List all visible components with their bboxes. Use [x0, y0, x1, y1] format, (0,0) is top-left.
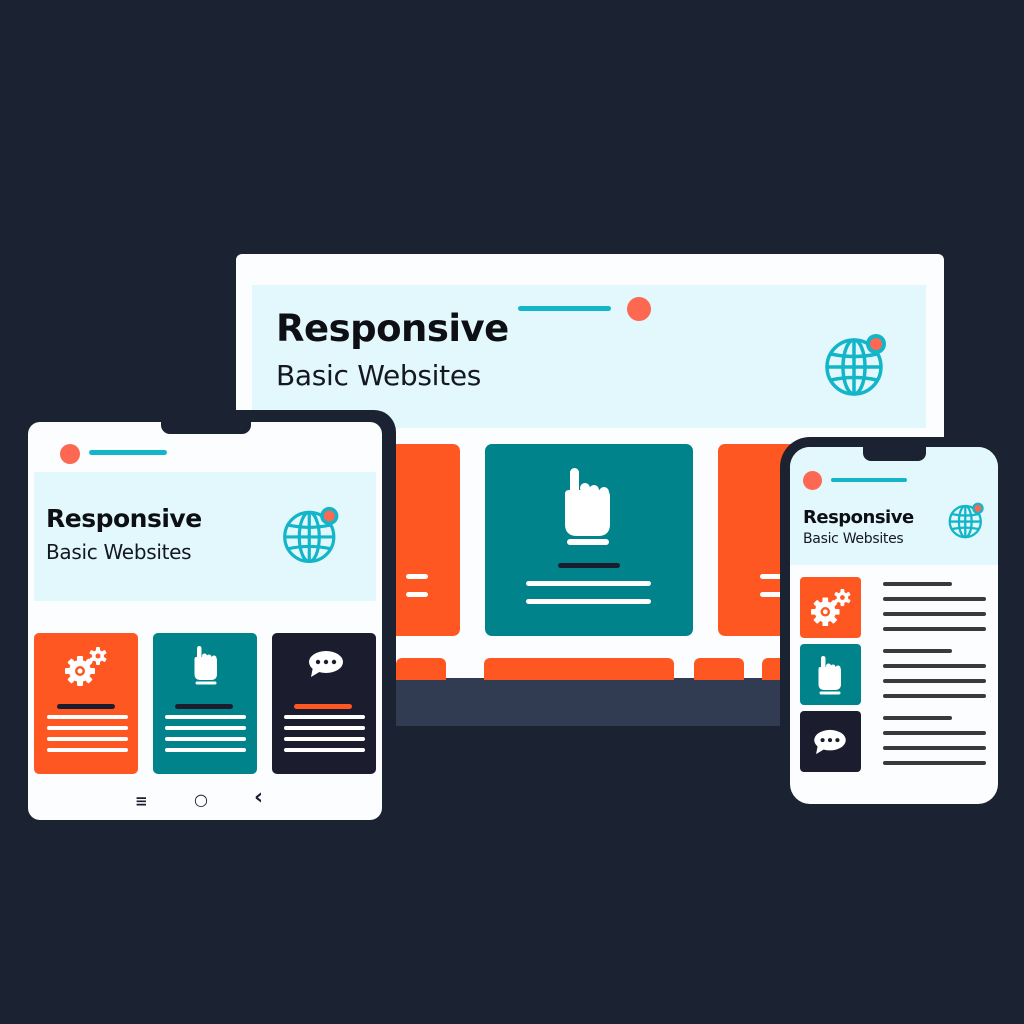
list-text-line — [883, 679, 986, 683]
phone-list-tile — [800, 644, 861, 705]
list-text-line — [883, 597, 986, 601]
globe-icon — [282, 506, 342, 566]
desktop-header-dot — [627, 297, 651, 321]
tablet-header-dot — [60, 444, 80, 464]
desktop-card-center[interactable] — [485, 444, 693, 636]
phone-list-item-settings[interactable] — [790, 577, 998, 639]
list-text-line — [883, 612, 986, 616]
card-text-line — [47, 726, 128, 730]
phone-list-item-chat[interactable] — [790, 711, 998, 773]
phone-list-tile — [800, 577, 861, 638]
gears-icon — [810, 589, 852, 627]
list-heading-line — [883, 649, 952, 653]
card-text-line — [165, 726, 246, 730]
list-text-line — [883, 761, 986, 765]
phone-hero-title: Responsive — [803, 507, 914, 528]
card-text-line — [165, 748, 246, 752]
desktop-header-line — [518, 306, 611, 311]
card-heading-line — [558, 563, 620, 568]
card-text-line — [284, 748, 365, 752]
chat-bubble-icon — [813, 729, 847, 755]
card-text-line — [284, 737, 365, 741]
list-text-line — [883, 731, 986, 735]
tablet-header-line — [89, 450, 167, 455]
card-heading-line — [175, 704, 233, 709]
desktop-hero-banner: Responsive Basic Websites — [252, 285, 926, 428]
tablet-card-touch[interactable] — [153, 633, 257, 774]
desktop-hero-title: Responsive — [276, 307, 509, 350]
tablet-card-settings[interactable] — [34, 633, 138, 774]
card-heading-line — [294, 704, 352, 709]
card-text-line — [165, 737, 246, 741]
menu-nav-button[interactable]: ≡ — [135, 792, 148, 810]
tablet-hero-title: Responsive — [46, 504, 202, 533]
phone-hero-subtitle: Basic Websites — [803, 531, 904, 547]
list-text-line — [883, 746, 986, 750]
tablet-device: Responsive Basic Websites — [18, 410, 396, 832]
phone-header-line — [831, 478, 907, 482]
list-heading-line — [883, 716, 952, 720]
desktop-card-left[interactable] — [384, 444, 460, 636]
card-text-line — [526, 581, 651, 586]
tablet-hero-subtitle: Basic Websites — [46, 540, 192, 564]
list-text-line — [883, 664, 986, 668]
phone-hero-banner: Responsive Basic Websites — [790, 447, 998, 565]
home-nav-button[interactable]: ○ — [194, 790, 208, 809]
list-text-line — [883, 694, 986, 698]
back-nav-button[interactable]: ‹ — [254, 785, 264, 810]
card-text-line — [284, 726, 365, 730]
card-text-line — [526, 599, 651, 604]
tablet-hero-banner: Responsive Basic Websites — [34, 472, 376, 601]
tablet-card-chat[interactable] — [272, 633, 376, 774]
card-text-line — [760, 574, 790, 579]
card-text-line — [165, 715, 246, 719]
globe-icon — [824, 333, 890, 399]
pointing-hand-icon — [193, 645, 219, 685]
tablet-notch — [161, 422, 251, 434]
phone-device: Responsive Basic Websites — [780, 437, 1008, 815]
phone-screen: Responsive Basic Websites — [790, 447, 998, 804]
list-text-line — [883, 627, 986, 631]
gears-icon — [64, 647, 108, 687]
desktop-hero-subtitle: Basic Websites — [276, 359, 482, 392]
chat-bubble-icon — [308, 650, 344, 678]
desktop-footer-tab — [694, 658, 744, 680]
phone-notch — [863, 447, 926, 461]
card-text-line — [47, 748, 128, 752]
card-text-line — [47, 737, 128, 741]
phone-header-dot — [803, 471, 822, 490]
phone-list-item-touch[interactable] — [790, 644, 998, 706]
desktop-footer-tab — [484, 658, 674, 680]
card-heading-line — [57, 704, 115, 709]
globe-icon — [948, 502, 986, 540]
card-text-line — [47, 715, 128, 719]
desktop-footer-tab — [396, 658, 446, 680]
tablet-screen: Responsive Basic Websites — [28, 422, 382, 820]
card-text-line — [406, 592, 428, 597]
phone-list-tile — [800, 711, 861, 772]
card-text-line — [760, 592, 790, 597]
pointing-hand-icon — [817, 655, 843, 695]
card-text-line — [406, 574, 428, 579]
pointing-hand-icon — [563, 466, 613, 546]
list-heading-line — [883, 582, 952, 586]
card-text-line — [284, 715, 365, 719]
